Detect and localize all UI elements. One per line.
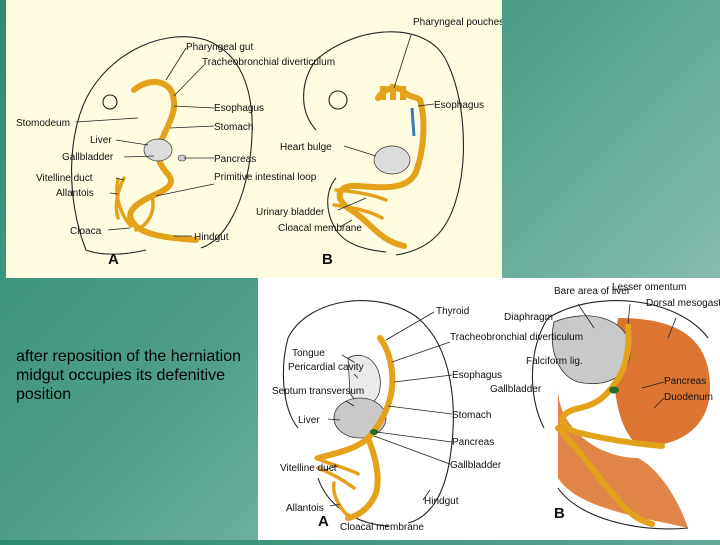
embryo-b-outline	[303, 31, 464, 256]
urinary-bladder-b	[332, 188, 388, 220]
gut-tube-b	[336, 97, 427, 249]
label-esophagus-a: Esophagus	[214, 103, 264, 114]
label-gallbladder-bottom-b: Gallbladder	[490, 384, 542, 395]
allantois-a	[115, 178, 133, 228]
label-esophagus-bottom: Esophagus	[452, 370, 502, 381]
label-allantois-a: Allantois	[56, 188, 94, 199]
label-duodenum: Duodenum	[664, 392, 713, 403]
panel-letter-top-b: B	[322, 251, 333, 268]
bottom-leader-lines	[323, 303, 677, 507]
caption-text: after reposition of the herniation midgu…	[16, 348, 242, 403]
label-liver-bottom: Liver	[298, 415, 320, 426]
label-tracheobronchial-diverticulum-text: Tracheobronchial diverticulum	[202, 57, 335, 68]
label-cloaca: Cloaca	[70, 226, 102, 237]
top-embryo-diagram: Pharyngeal gut Tracheobronchial divertic…	[16, 17, 504, 268]
label-diaphragm: Diaphragm	[504, 312, 553, 323]
label-stomach: Stomach	[214, 122, 253, 133]
liver-a	[143, 138, 173, 162]
label-primitive-intestinal-loop: Primitive intestinal loop	[214, 172, 317, 183]
panel-letter-bottom-b: B	[554, 505, 565, 522]
label-pancreas-bottom-a: Pancreas	[452, 437, 494, 448]
mesentery-area	[558, 388, 688, 528]
label-tracheobronchial-bottom: Tracheobronchial diverticulum	[450, 332, 583, 343]
label-cloacal-membrane-bottom: Cloacal membrane	[340, 522, 424, 533]
gallbladder-b-shape	[609, 386, 619, 394]
pouch-3	[400, 86, 406, 100]
gallbladder-bud	[370, 429, 378, 435]
eye-b	[328, 90, 348, 110]
allantois-bottom	[331, 481, 350, 518]
dorsal-mesogastrium-area	[614, 318, 710, 447]
label-dorsal-mesogastrium: Dorsal mesogastrium	[646, 298, 720, 309]
bottom-embryo-figure: Thyroid Tongue Pericardial cavity Septum…	[258, 278, 720, 540]
label-urinary-bladder: Urinary bladder	[256, 207, 325, 218]
label-tracheobronchial-diverticulum: Tracheobronchial diverticulum	[202, 57, 335, 68]
label-stomodeum: Stomodeum	[16, 118, 70, 129]
label-thyroid: Thyroid	[436, 306, 469, 317]
label-pharyngeal-pouches: Pharyngeal pouches	[413, 17, 502, 28]
panel-letter-bottom-a: A	[318, 513, 329, 530]
label-heart-bulge: Heart bulge	[280, 142, 332, 153]
label-pancreas-a: Pancreas	[214, 154, 256, 165]
label-hindgut-bottom: Hindgut	[424, 496, 459, 507]
label-allantois-bottom: Allantois	[286, 503, 324, 514]
top-embryo-figure: Pharyngeal gut Tracheobronchial divertic…	[6, 0, 504, 278]
bottom-embryo-diagram: Thyroid Tongue Pericardial cavity Septum…	[272, 282, 720, 533]
label-tongue: Tongue	[292, 348, 325, 359]
label-vitelline-duct-bottom: Vitelline duct	[280, 463, 337, 474]
label-lesser-omentum: Lesser omentum	[612, 282, 686, 293]
gut-tube-a	[127, 79, 199, 243]
embryo-a-outline	[71, 36, 253, 255]
label-septum-transversum: Septum transversum	[272, 386, 364, 397]
label-gallbladder-bottom-a: Gallbladder	[450, 460, 502, 471]
label-esophagus-b: Esophagus	[434, 100, 484, 111]
panel-letter-top-a: A	[108, 251, 119, 268]
eye-a	[102, 94, 118, 110]
label-pericardial-cavity: Pericardial cavity	[288, 362, 364, 373]
label-falciform-lig: Falciform lig.	[526, 356, 583, 367]
gut-tube-bottom-a	[315, 335, 396, 521]
label-liver-a: Liver	[90, 135, 112, 146]
top-leader-lines	[75, 34, 435, 237]
label-vitelline-duct-a: Vitelline duct	[36, 173, 93, 184]
label-pharyngeal-gut: Pharyngeal gut	[186, 42, 253, 53]
heart-bulge-b	[373, 145, 411, 175]
label-pancreas-bottom-b: Pancreas	[664, 376, 706, 387]
label-bare-area-of-liver: Bare area of liver	[554, 286, 631, 297]
pouch-1	[380, 86, 386, 100]
pouch-2	[390, 84, 396, 100]
label-hindgut: Hindgut	[194, 232, 229, 243]
label-gallbladder-a: Gallbladder	[62, 152, 114, 163]
label-cloacal-membrane-b: Cloacal membrane	[278, 223, 362, 234]
embryo-b-outline-bottom	[531, 300, 709, 530]
label-stomach-bottom: Stomach	[452, 410, 491, 421]
gut-tube-bottom-b	[555, 323, 665, 527]
trachea-b	[410, 107, 416, 137]
